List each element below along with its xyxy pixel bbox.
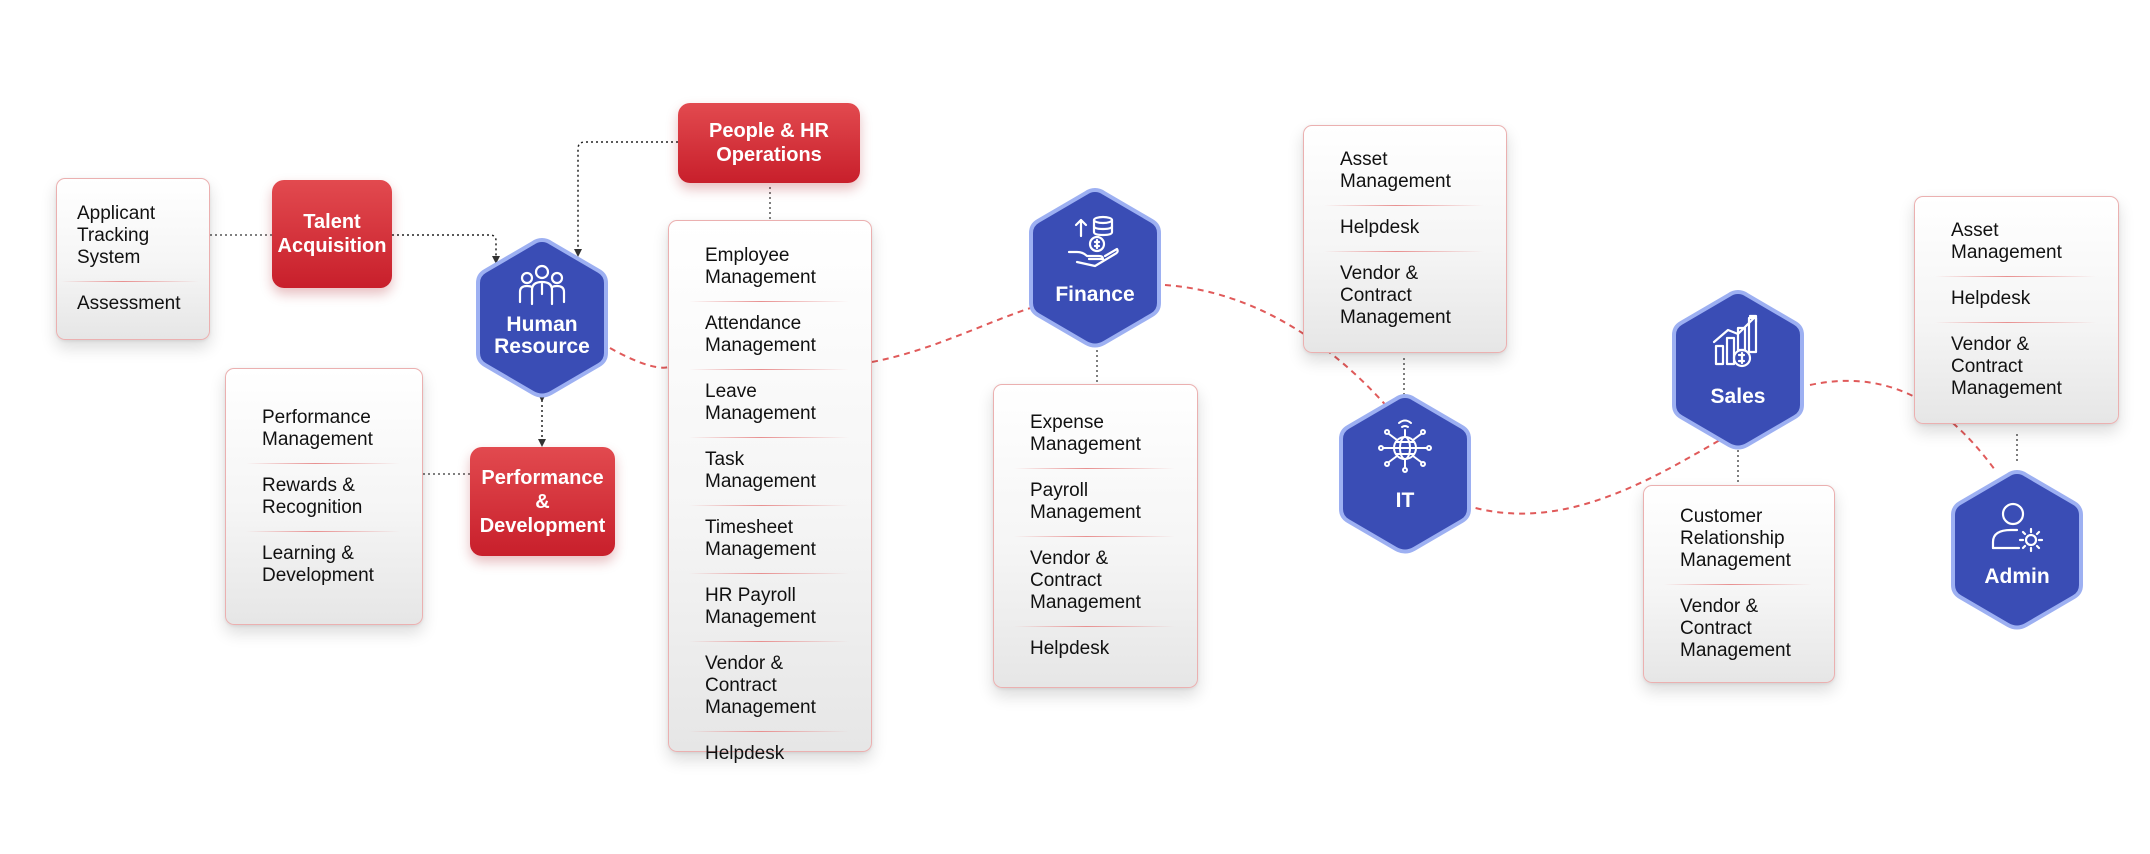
admin-node: Admin [1950, 469, 2084, 630]
sales-list: Customer Relationship Management Vendor … [1643, 485, 1835, 683]
list-item: Vendor & Contract Management [689, 641, 849, 731]
it-node: IT [1338, 393, 1472, 554]
talent-acquisition-list: Applicant Tracking System Assessment [56, 178, 210, 340]
growth-chart-icon [1712, 314, 1758, 368]
list-item: Rewards & Recognition [246, 462, 400, 531]
team-icon [518, 264, 566, 306]
hexagon-shape [1951, 469, 2083, 630]
list-item: Leave Management [689, 369, 849, 437]
list-item: Learning & Development [246, 530, 400, 599]
list-item: Timesheet Management [689, 505, 849, 573]
hexagon-shape [1029, 187, 1161, 348]
hexagon-shape [1339, 393, 1471, 554]
finance-node: Finance [1028, 187, 1162, 348]
flow-curve [609, 284, 1996, 515]
hex-label: Admin [1984, 565, 2050, 588]
performance-development-box: Performance & Development [470, 447, 615, 556]
talent-acquisition-box: Talent Acquisition [272, 180, 392, 288]
list-item: Helpdesk [1014, 626, 1175, 672]
hex-label: Human Resource [494, 313, 590, 358]
list-item: Helpdesk [689, 731, 849, 777]
hexagon-shape [1672, 289, 1804, 450]
list-item: Applicant Tracking System [77, 203, 156, 268]
performance-development-list: Performance Management Rewards & Recogni… [225, 368, 423, 625]
hex-label: Sales [1710, 385, 1766, 408]
list-item: Performance Management [262, 406, 373, 450]
human-resource-node: Human Resource [475, 237, 609, 398]
it-list: Asset Management Helpdesk Vendor & Contr… [1303, 125, 1507, 353]
list-item: Helpdesk [1324, 205, 1484, 251]
list-item: Vendor & Contract Management [1014, 536, 1175, 626]
list-item: Helpdesk [1935, 276, 2096, 322]
network-globe-icon [1378, 419, 1432, 473]
list-item: Expense Management [1030, 412, 1141, 455]
list-item: Vendor & Contract Management [1935, 322, 2096, 412]
hex-label: Finance [1055, 283, 1135, 306]
admin-list: Asset Management Helpdesk Vendor & Contr… [1914, 196, 2119, 424]
list-item: Attendance Management [689, 301, 849, 369]
people-hr-operations-box: People & HR Operations [678, 103, 860, 183]
finance-list: Expense Management Payroll Management Ve… [993, 384, 1198, 688]
hand-money-icon [1067, 215, 1119, 268]
list-item: Assessment [61, 281, 199, 327]
list-item: HR Payroll Management [689, 573, 849, 641]
list-item: Task Management [689, 437, 849, 505]
list-item: Vendor & Contract Management [1324, 251, 1484, 341]
people-hr-operations-list: Employee Management Attendance Managemen… [668, 220, 872, 764]
list-item: Customer Relationship Management [1680, 506, 1791, 571]
list-item: Asset Management [1340, 149, 1451, 192]
sales-node: Sales [1671, 289, 1805, 450]
list-item: Payroll Management [1014, 468, 1175, 536]
hex-label: IT [1395, 489, 1415, 512]
list-item: Asset Management [1951, 220, 2062, 263]
user-gear-icon [1991, 502, 2044, 553]
list-item: Vendor & Contract Management [1664, 584, 1812, 674]
list-item: Employee Management [705, 245, 816, 288]
